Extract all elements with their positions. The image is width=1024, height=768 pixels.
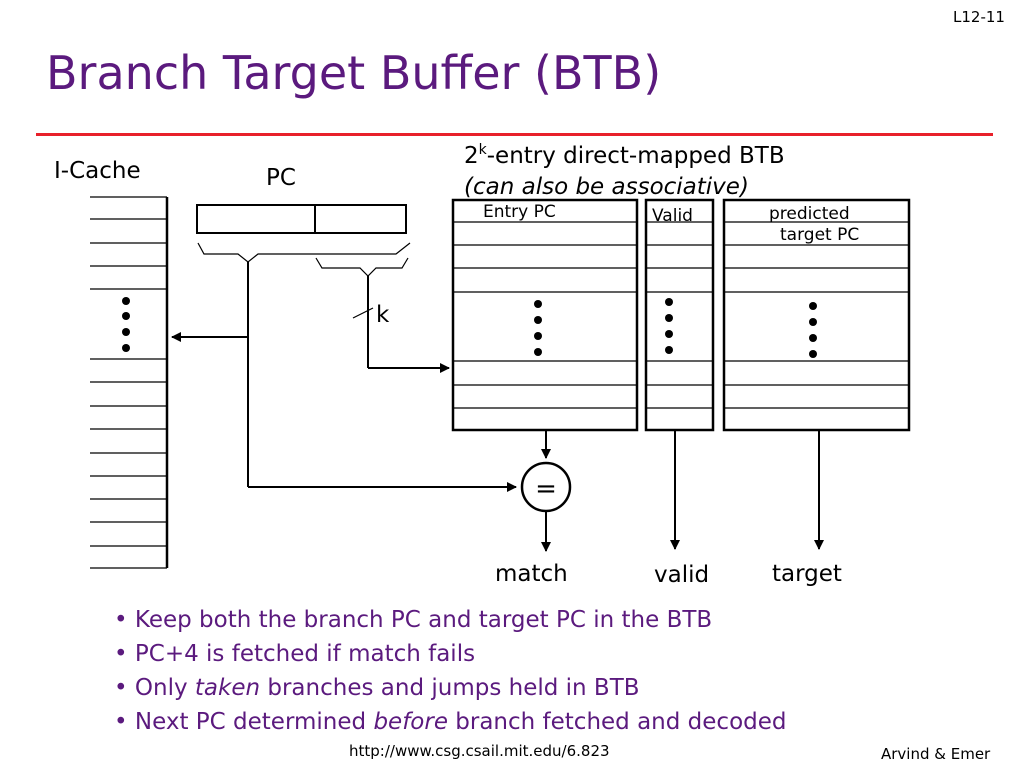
- pc-to-icache-wire: [171, 262, 517, 492]
- bullet-item: • Keep both the branch PC and target PC …: [114, 603, 787, 637]
- comparator: [520, 461, 572, 513]
- slide-number: L12-11: [953, 8, 1005, 26]
- comparator-symbol: =: [535, 474, 557, 504]
- col-predicted-label-2: target PC: [780, 225, 859, 245]
- slide-title: Branch Target Buffer (BTB): [46, 46, 662, 100]
- bullet-text: branch fetched and decoded: [447, 709, 787, 735]
- k-label: k: [376, 302, 390, 328]
- bullet-text: Only: [134, 675, 195, 701]
- output-match-label: match: [495, 561, 568, 587]
- btb-heading-sup: k: [479, 142, 488, 158]
- btb-heading-rest: -entry direct-mapped BTB: [487, 143, 785, 169]
- bullet-text: PC+4 is fetched if match fails: [134, 641, 476, 667]
- pc-register: [196, 204, 407, 234]
- bullet-text: before: [373, 709, 448, 735]
- btb-subheading: (can also be associative): [464, 174, 749, 200]
- bullet-marker: •: [114, 641, 135, 667]
- output-target-label: target: [772, 561, 842, 587]
- footer-authors: Arvind & Emer: [881, 745, 991, 763]
- bullet-text: Next PC determined: [134, 709, 374, 735]
- btb-entry-pc-column: [451, 198, 639, 432]
- bullet-text: branches and jumps held in BTB: [260, 675, 640, 701]
- btb-valid-column: [644, 198, 715, 432]
- output-valid-label: valid: [654, 562, 709, 588]
- bullet-text: Keep both the branch PC and target PC in…: [134, 607, 713, 633]
- btb-target-column: [722, 198, 911, 432]
- btb-heading: 2k-entry direct-mapped BTB: [464, 142, 785, 169]
- index-wire: [352, 276, 450, 373]
- bullet-item: • PC+4 is fetched if match fails: [114, 637, 787, 671]
- valid-ellipsis: [665, 298, 673, 354]
- bullet-marker: •: [114, 607, 135, 633]
- entry-pc-ellipsis: [534, 300, 542, 356]
- footer-url: http://www.csg.csail.mit.edu/6.823: [349, 742, 610, 760]
- title-divider: [36, 133, 993, 136]
- bullet-list: • Keep both the branch PC and target PC …: [114, 603, 787, 739]
- bullet-text: taken: [194, 675, 261, 701]
- col-valid-label: Valid: [652, 206, 693, 226]
- col-entry-pc-label: Entry PC: [483, 202, 556, 222]
- target-ellipsis: [809, 302, 817, 358]
- output-wires: [670, 430, 824, 550]
- bullet-marker: •: [114, 709, 135, 735]
- icache-ellipsis: [122, 297, 130, 352]
- btb-heading-base: 2: [464, 143, 479, 169]
- bullet-item: • Only taken branches and jumps held in …: [114, 671, 787, 705]
- icache-label: I-Cache: [54, 158, 141, 184]
- bullet-marker: •: [114, 675, 135, 701]
- bullet-item: • Next PC determined before branch fetch…: [114, 705, 787, 739]
- pc-field-braces: [197, 242, 411, 277]
- col-predicted-label-1: predicted: [769, 204, 850, 224]
- icache-array: [90, 196, 169, 569]
- pc-label: PC: [266, 165, 296, 191]
